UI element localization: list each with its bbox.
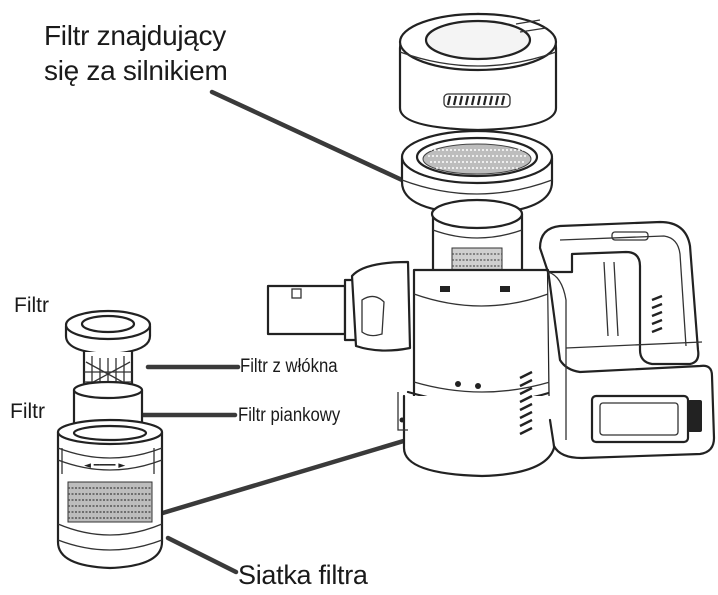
label-fiber-filter: Filtr z włókna (240, 356, 338, 377)
label-motor-filter-line1: Filtr znajdujący (44, 20, 226, 51)
label-foam-filter: Filtr piankowy (238, 405, 341, 426)
svg-text:◄ ━━━━ ►: ◄ ━━━━ ► (84, 461, 125, 471)
label-filter-top: Filtr (14, 294, 49, 317)
label-motor-filter-line2: się za silnikiem (44, 55, 228, 86)
foam-filter (72, 380, 144, 430)
filter-mesh-unit: ◄ ━━━━ ► (56, 418, 164, 570)
cover-vent-slots (443, 93, 511, 108)
handle-grip-slots (651, 294, 663, 334)
label-filter-mesh: Siatka filtra (238, 560, 368, 590)
filter-assembly: ◄ ━━━━ ► (56, 309, 164, 570)
leader-mesh-to-body (153, 425, 450, 518)
vacuum-body (266, 198, 716, 478)
motor-filter-cover (398, 12, 558, 142)
leader-mesh (165, 535, 239, 575)
leader-motor-filter (209, 89, 405, 183)
body-side-vents (519, 370, 533, 436)
label-filter-mid: Filtr (10, 400, 45, 423)
